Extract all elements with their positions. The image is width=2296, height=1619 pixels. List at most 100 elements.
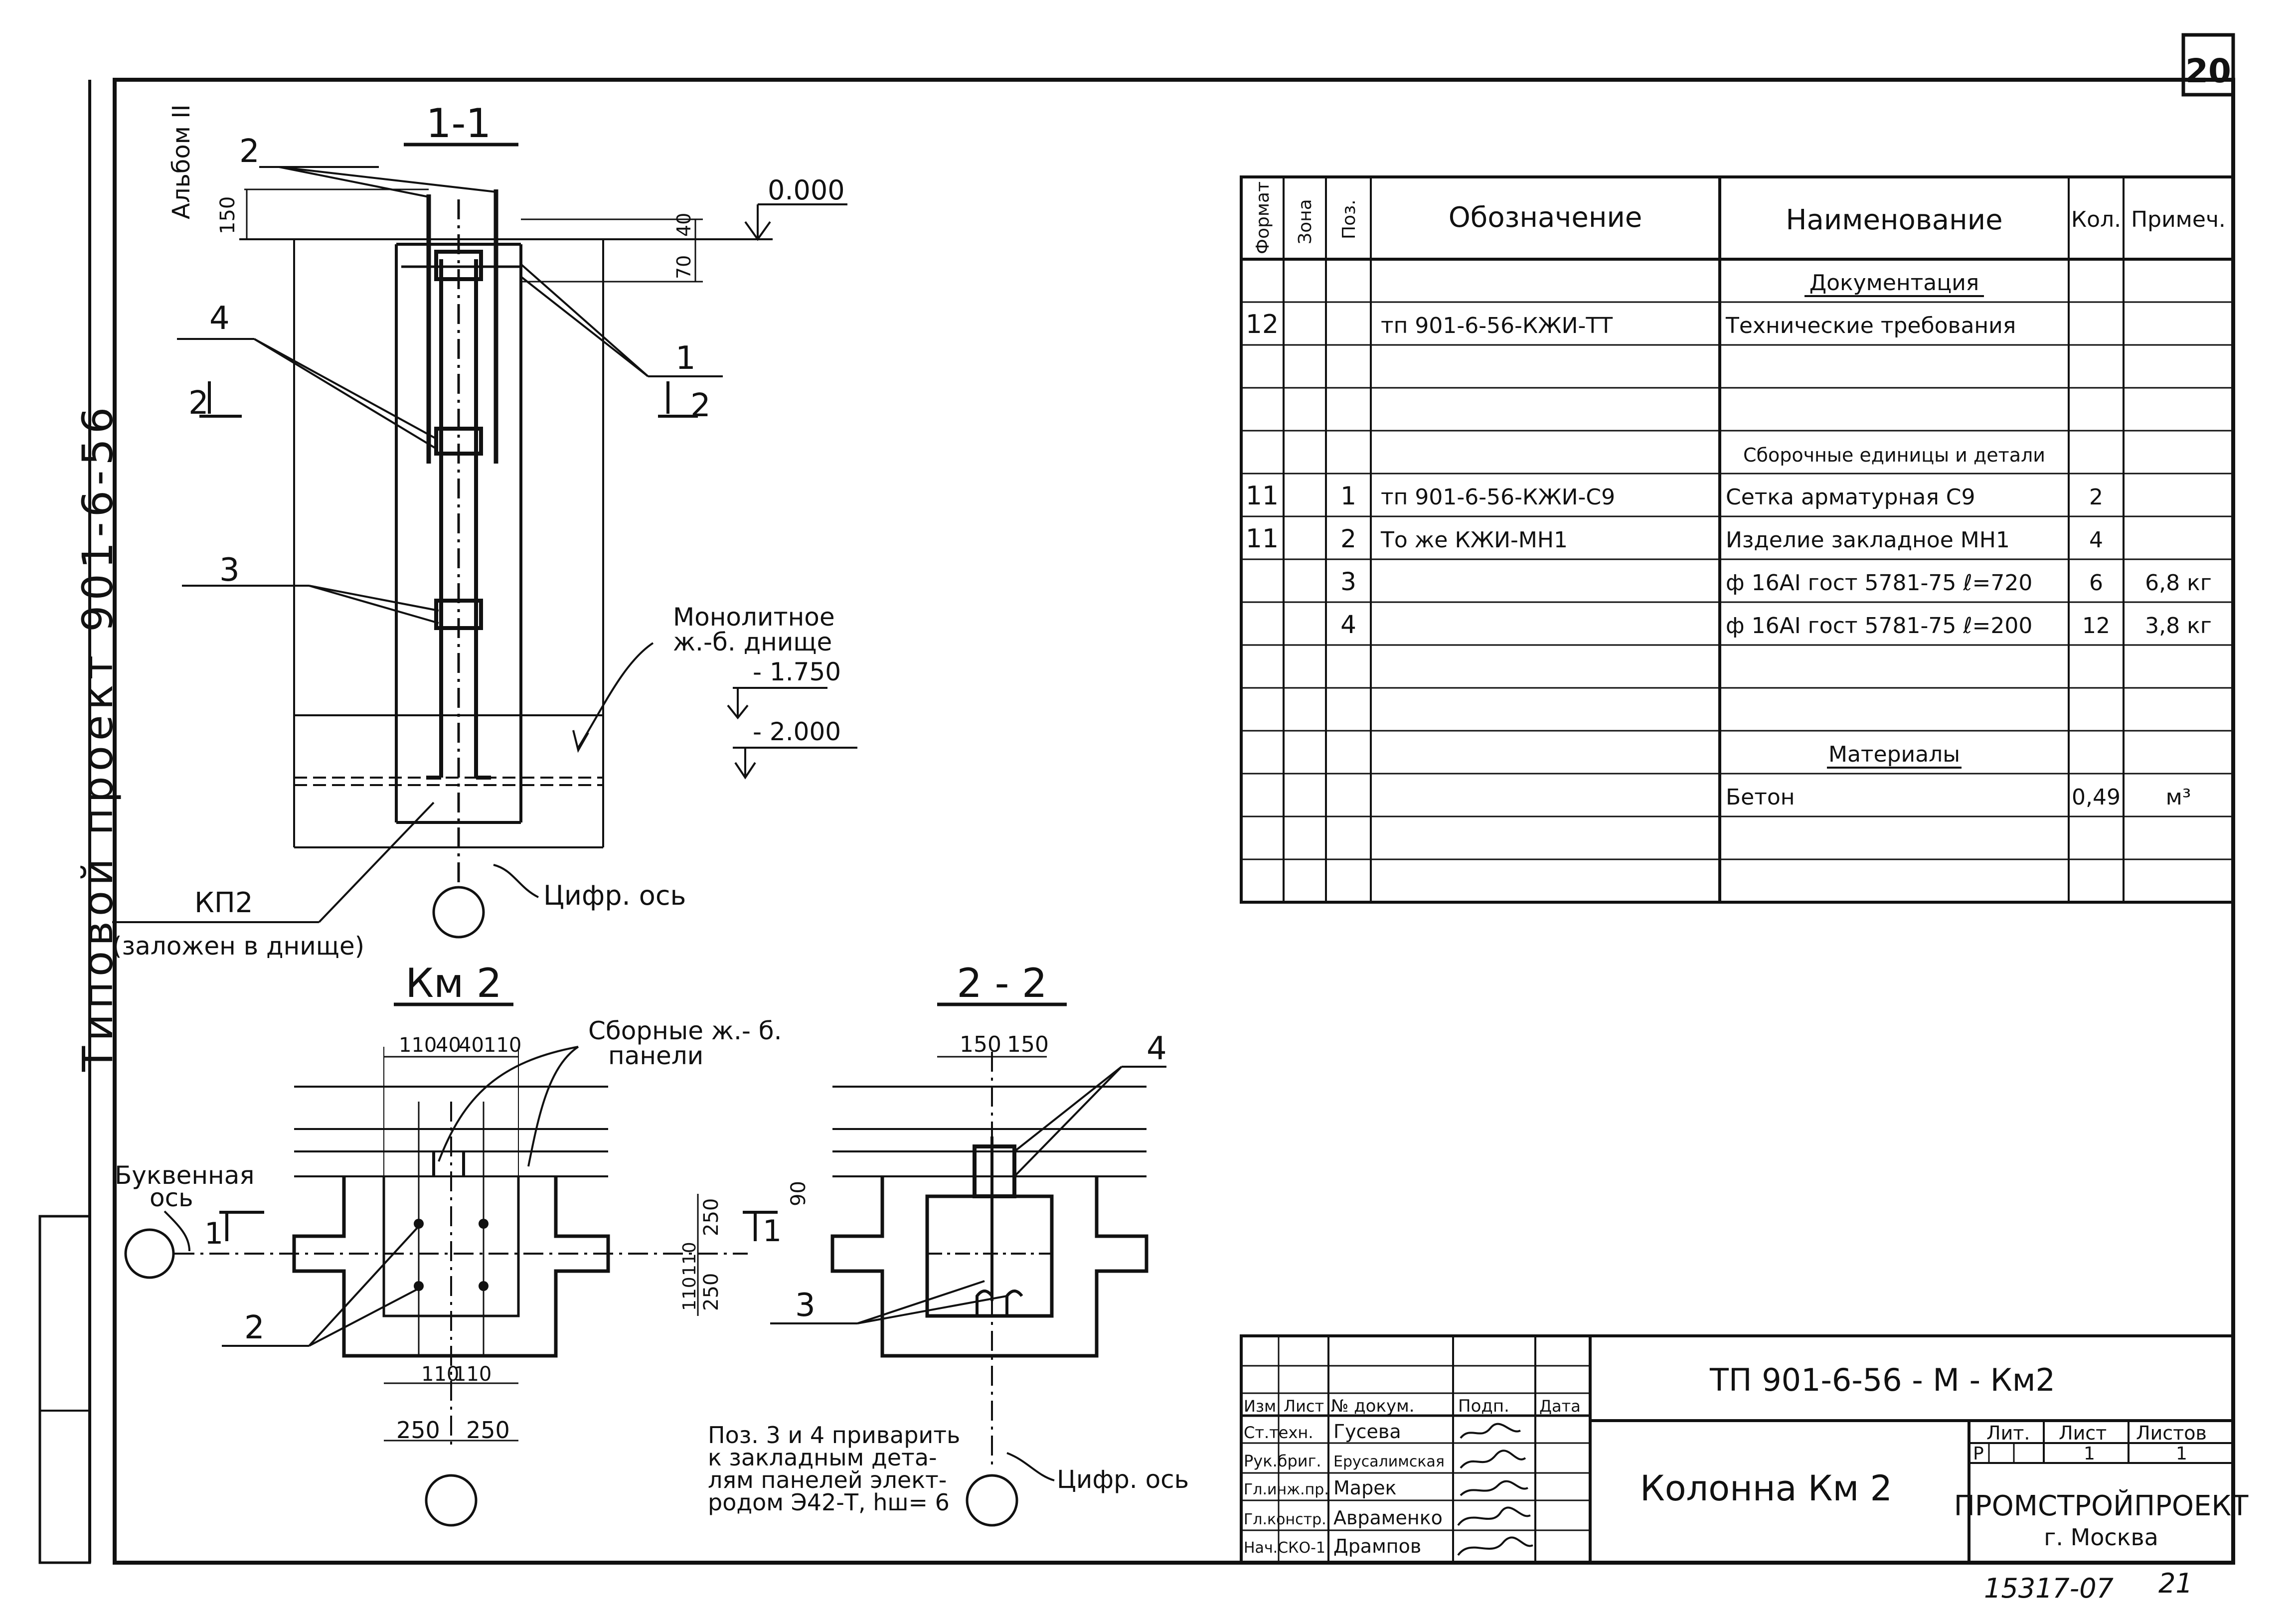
header-note: Примеч.: [2131, 207, 2226, 232]
spec-cell-name: Материалы: [1828, 742, 1960, 767]
spec-cell-format: 11: [1246, 481, 1279, 511]
plan-mark-2: 2: [244, 1309, 265, 1346]
spec-cell-pos: 3: [1340, 567, 1356, 596]
spec-table: Формат Зона Поз. Обозначение Наименовани…: [1240, 175, 2235, 904]
letter-axis-label-2: ось: [150, 1183, 193, 1212]
title-block: Изм Лист № докум. Подп. Дата Ст.техн. Гу…: [1240, 1334, 2249, 1564]
weld-note: Поз. 3 и 4 приварить к закладным дета- л…: [708, 1422, 960, 1516]
section-1-1-title: 1-1: [426, 100, 492, 147]
tb-role-1: Ст.техн.: [1244, 1423, 1313, 1442]
weld-note-line-4: родом Э42-Т, hш= 6: [708, 1489, 950, 1516]
cut-1-left-label: 1: [204, 1216, 223, 1251]
header-name: Наименование: [1786, 204, 2002, 236]
header-zone: Зона: [1295, 199, 1315, 244]
spec-cell-qty: 12: [2082, 613, 2110, 639]
item-name: Колонна Км 2: [1640, 1468, 1892, 1509]
mark-3-section: 3: [795, 1287, 816, 1324]
org-name: ПРОМСТРОЙПРОЕКТ: [1954, 1489, 2249, 1522]
axis-label-1: Цифр. ось: [543, 880, 686, 911]
side-project-title: Типовой проект 901-6-56: [73, 402, 122, 1072]
dim-40: 40: [673, 213, 695, 237]
section-2-2: 2 - 2 150 150 90 4 3 Цифр. ось: [770, 960, 1189, 1527]
lit-label: Лит.: [1986, 1422, 2030, 1444]
dim-right-110-top: 110: [679, 1242, 700, 1276]
section-2-2-title: 2 - 2: [957, 960, 1047, 1006]
dim-bottom-110-right: 110: [454, 1363, 492, 1386]
mark-2: 2: [239, 133, 260, 170]
footer-page: 21: [2158, 1568, 2193, 1599]
header-format: Формат: [1253, 181, 1273, 254]
spec-cell-pos: 4: [1340, 610, 1356, 639]
dim-90: 90: [787, 1181, 810, 1206]
dim-bottom-250-right: 250: [466, 1417, 510, 1444]
section-1-1: 1-1 2 4 3: [112, 100, 857, 961]
cut-1-right-label: 1: [763, 1214, 782, 1249]
kp2-note: (заложен в днище): [112, 932, 364, 961]
spec-cell-name: ф 16АI гост 5781-75 ℓ=200: [1726, 613, 2032, 639]
spec-cell-qty: 4: [2089, 527, 2103, 553]
signatures: [1457, 1423, 1533, 1556]
panels-label-2: панели: [608, 1041, 703, 1070]
dim-top-110-left: 110: [399, 1034, 437, 1057]
dim-top-40-right: 40: [459, 1034, 484, 1057]
elevation-2: - 2.000: [753, 717, 841, 746]
axis-label-3: Цифр. ось: [1057, 1465, 1189, 1494]
tb-name-3: Марек: [1333, 1477, 1397, 1499]
spec-cell-name: Бетон: [1726, 785, 1795, 810]
panels-label-1: Сборные ж.- б.: [588, 1016, 782, 1045]
tb-role-2: Рук.бриг.: [1244, 1452, 1321, 1470]
letter-axis-circle: [124, 1228, 175, 1279]
tb-name-2: Ерусалимская: [1333, 1453, 1445, 1470]
spec-cell-pos: 1: [1340, 482, 1356, 510]
tb-header-sign: Подп.: [1458, 1396, 1509, 1416]
tb-role-4: Гл.констр.: [1244, 1511, 1326, 1528]
tb-role-5: Нач.СКО-1: [1244, 1539, 1325, 1557]
spec-cell-note: 6,8 кг: [2145, 570, 2212, 596]
spec-cell-note: 3,8 кг: [2145, 613, 2212, 639]
spec-cell-format: 12: [1246, 310, 1279, 339]
spec-cell-name: Сетка арматурная С9: [1726, 485, 1975, 510]
dim-150: 150: [216, 196, 239, 234]
tb-header-izm: Изм: [1244, 1397, 1276, 1416]
spec-cell-name: Технические требования: [1725, 313, 2016, 338]
album-label: Альбом II: [167, 104, 195, 219]
spec-cell-qty: 2: [2089, 485, 2103, 510]
sheet-frame: 20 Альбом II Типовой проект 901-6-56: [38, 33, 2235, 1565]
mark-4: 4: [209, 300, 230, 337]
elevation-0: 0.000: [768, 174, 845, 206]
weld-note-line-1: Поз. 3 и 4 приварить: [708, 1422, 960, 1449]
dim-bottom-110-left: 110: [421, 1363, 459, 1386]
slab-label-1: Монолитное: [673, 603, 835, 632]
sheets-value: 1: [2176, 1444, 2187, 1464]
dim-top-40-left: 40: [436, 1034, 461, 1057]
footer-code: 15317-07: [1984, 1573, 2114, 1604]
spec-cell-note: м³: [2166, 785, 2191, 810]
mark-3: 3: [219, 552, 240, 589]
spec-cell-designation: То же КЖИ-МН1: [1380, 527, 1568, 553]
weld-note-line-2: к закладным дета-: [708, 1444, 937, 1471]
kp2-label: КП2: [194, 887, 253, 919]
sheet-label: Лист: [2059, 1422, 2107, 1444]
sheet-number: 20: [2185, 52, 2231, 90]
spec-cell-pos: 2: [1340, 524, 1356, 553]
tb-name-1: Гусева: [1333, 1421, 1401, 1443]
elevation-1: - 1.750: [753, 657, 841, 686]
org-city: г. Москва: [2044, 1524, 2158, 1551]
spec-cell-designation: тп 901-6-56-КЖИ-ТТ: [1381, 313, 1613, 338]
spec-cell-name: Документация: [1809, 270, 1979, 296]
spec-cell-name: Изделие закладное МН1: [1726, 527, 2010, 553]
mark-4-section: 4: [1147, 1030, 1167, 1067]
mark-1: 1: [675, 340, 696, 377]
header-qty: Кол.: [2071, 207, 2121, 232]
dim-150-left: 150: [960, 1032, 1001, 1057]
spec-cell-designation: тп 901-6-56-КЖИ-С9: [1381, 485, 1615, 510]
header-pos: Поз.: [1339, 199, 1359, 239]
dim-right-250-top: 250: [700, 1198, 723, 1236]
axis-circle-1: [432, 886, 485, 939]
lit-value: Р: [1973, 1444, 1984, 1464]
tb-role-3: Гл.инж.пр.: [1244, 1481, 1329, 1498]
header-designation: Обозначение: [1449, 201, 1642, 234]
sheets-label: Листов: [2136, 1422, 2207, 1444]
